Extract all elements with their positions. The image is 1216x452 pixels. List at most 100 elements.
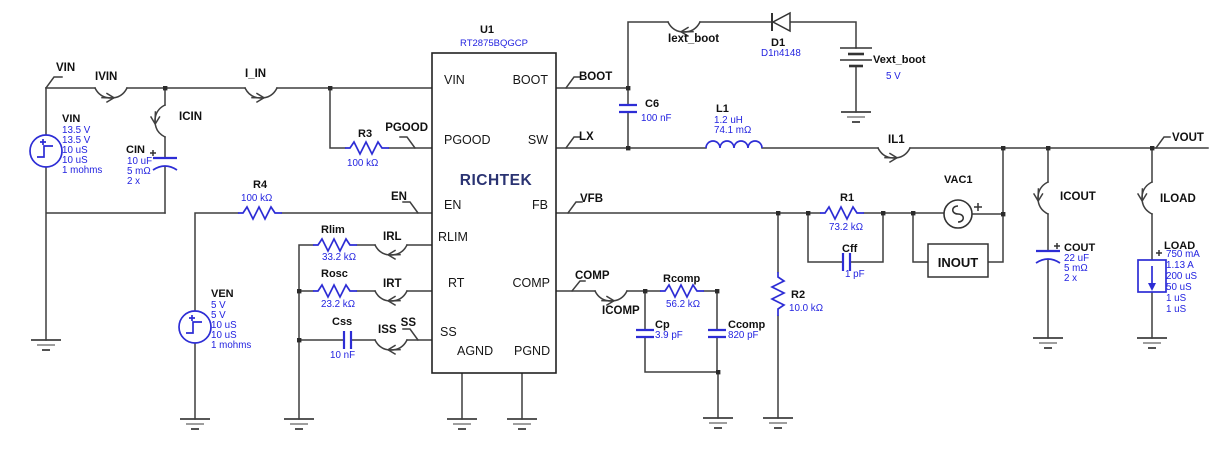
cff-value: 1 pF (845, 269, 865, 280)
cout-label: COUT (1064, 242, 1095, 254)
load-source[interactable]: LOAD 750 mA 1.13 A 200 uS 50 uS 1 uS 1 u… (1137, 240, 1200, 315)
load-value: 1 uS (1166, 293, 1187, 304)
probe-il1-label: IL1 (888, 134, 905, 146)
vin-source[interactable]: VIN 13.5 V 13.5 V 10 uS 10 uS 1 mohms (29, 113, 102, 176)
ven-source[interactable]: VEN 5 V 5 V 10 uS 10 uS 1 mohms (178, 288, 251, 351)
load-value: 200 uS (1166, 271, 1198, 282)
resistor-rosc[interactable]: Rosc 23.2 kΩ (312, 268, 358, 310)
vin-source-value: 10 uS (62, 145, 88, 156)
probe-icomp-label: ICOMP (602, 305, 640, 317)
cout-value: 2 x (1064, 273, 1077, 284)
probe-icout-label: ICOUT (1060, 191, 1096, 203)
capacitor-c6[interactable]: C6 100 nF (617, 98, 672, 124)
ven-source-value: 10 uS (211, 320, 237, 331)
cout-value: 5 mΩ (1064, 263, 1088, 274)
r1-label: R1 (840, 192, 854, 204)
vin-source-label: VIN (62, 113, 80, 125)
vin-source-value: 10 uS (62, 155, 88, 166)
r2-label: R2 (791, 289, 805, 301)
probe-ivin-label: IVIN (95, 71, 117, 83)
junction-dots (163, 86, 1155, 375)
resistor-r1[interactable]: R1 73.2 kΩ (819, 192, 865, 233)
ven-source-value: 10 uS (211, 330, 237, 341)
inout-probe[interactable]: INOUT (927, 243, 989, 278)
battery-vext-boot[interactable]: Vext_boot 5 V (840, 47, 926, 82)
pin-agnd: AGND (457, 344, 493, 358)
probe-icin-label: ICIN (179, 111, 202, 123)
pin-pgnd: PGND (514, 344, 550, 358)
cff-label: Cff (842, 243, 858, 255)
current-probes[interactable]: IVIN ICIN I_IN IRL IRT ISS Iext_boot IL1… (94, 21, 1196, 355)
probe-iin-label: I_IN (245, 68, 266, 80)
r2-value: 10.0 kΩ (789, 303, 823, 314)
cp-value: 3.9 pF (655, 330, 683, 341)
l1-value: 1.2 uH (714, 115, 743, 126)
probe-irt-label: IRT (383, 278, 402, 290)
pin-fb: FB (532, 198, 548, 212)
load-value: 50 uS (1166, 282, 1192, 293)
c6-value: 100 nF (641, 113, 672, 124)
cin-value: 10 uF (127, 156, 152, 167)
probe-iload-label: ILOAD (1160, 193, 1196, 205)
resistor-r4[interactable]: R4 100 kΩ (237, 179, 283, 220)
ven-source-value: 5 V (211, 310, 226, 321)
vext-boot-value: 5 V (886, 71, 901, 82)
l1-label: L1 (716, 103, 729, 115)
capacitor-ccomp[interactable]: Ccomp 820 pF (706, 319, 766, 341)
chip-ref: U1 (480, 24, 494, 36)
pin-en: EN (444, 198, 461, 212)
pin-boot: BOOT (513, 73, 549, 87)
flag-vout: VOUT (1172, 132, 1204, 144)
d1-label: D1 (771, 37, 785, 49)
capacitor-css[interactable]: Css 10 nF (330, 316, 355, 361)
ac-source-vac1[interactable]: VAC1 (943, 174, 982, 229)
flag-en: EN (391, 191, 407, 203)
rlim-label: Rlim (321, 224, 345, 236)
c6-label: C6 (645, 98, 659, 110)
capacitor-cout[interactable]: COUT 22 uF 5 mΩ 2 x (1035, 242, 1095, 284)
flag-lx: LX (579, 131, 594, 143)
cin-label: CIN (126, 144, 145, 156)
ven-source-value: 5 V (211, 300, 226, 311)
load-value: 1 uS (1166, 304, 1187, 315)
rlim-value: 33.2 kΩ (322, 252, 356, 263)
probe-irl-label: IRL (383, 231, 402, 243)
inout-label: INOUT (938, 255, 979, 270)
diode-d1[interactable]: D1 D1n4148 (761, 11, 801, 59)
chip-part-number: RT2875BQGCP (460, 38, 528, 49)
vin-source-value: 13.5 V (62, 125, 91, 136)
cin-value: 5 mΩ (127, 166, 151, 177)
l1-value: 74.1 mΩ (714, 125, 751, 136)
css-value: 10 nF (330, 350, 355, 361)
cin-value: 2 x (127, 176, 140, 187)
cout-value: 22 uF (1064, 253, 1089, 264)
inductor-l1[interactable]: L1 1.2 uH 74.1 mΩ (705, 103, 763, 149)
flag-comp: COMP (575, 270, 610, 282)
net-flags[interactable]: VIN PGOOD EN SS BOOT LX VFB COMP VOUT (44, 62, 1204, 342)
rosc-label: Rosc (321, 268, 348, 280)
richtek-logo: RICHTEK (460, 172, 533, 189)
pin-rlim: RLIM (438, 230, 468, 244)
flag-vfb: VFB (580, 193, 603, 205)
flag-boot: BOOT (579, 71, 612, 83)
rcomp-label: Rcomp (663, 273, 701, 285)
pin-comp: COMP (513, 276, 551, 290)
resistor-r3[interactable]: R3 100 kΩ (344, 128, 390, 169)
resistor-rlim[interactable]: Rlim 33.2 kΩ (312, 224, 358, 263)
rosc-value: 23.2 kΩ (321, 299, 355, 310)
capacitor-cff[interactable]: Cff 1 pF (841, 243, 865, 280)
pin-ss: SS (440, 325, 457, 339)
pin-vin: VIN (444, 73, 465, 87)
resistor-rcomp[interactable]: Rcomp 56.2 kΩ (659, 273, 705, 310)
r4-value: 100 kΩ (241, 193, 272, 204)
pin-sw: SW (528, 133, 548, 147)
resistor-r2[interactable]: R2 10.0 kΩ (771, 271, 823, 317)
capacitor-cin[interactable]: CIN 10 uF 5 mΩ 2 x (126, 144, 178, 187)
capacitor-cp[interactable]: Cp 3.9 pF (634, 319, 683, 341)
pin-rt: RT (448, 276, 465, 290)
ven-source-label: VEN (211, 288, 234, 300)
probe-iss-label: ISS (378, 324, 397, 336)
chip-u1[interactable]: U1 RT2875BQGCP RICHTEK VIN PGOOD EN RLIM… (431, 24, 557, 374)
ccomp-label: Ccomp (728, 319, 766, 331)
